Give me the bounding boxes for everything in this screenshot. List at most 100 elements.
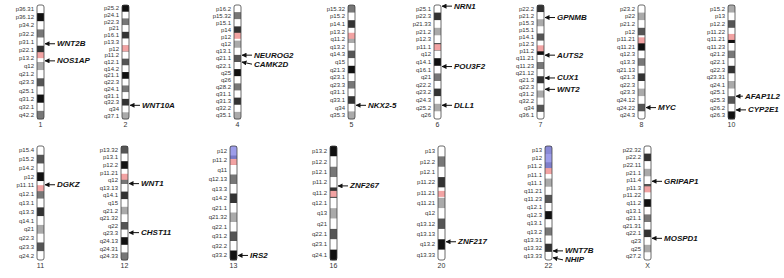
band-label: q31.1 [216,91,231,97]
band-label: q23.3 [19,79,34,85]
chromosome-band [122,18,129,25]
band-label: q24.12 [617,97,635,103]
chromosome-band [348,51,355,59]
pointer-arrow [442,6,452,7]
chromosome-band [348,43,355,51]
chromosome-band [438,198,445,209]
chromosome-band [330,239,337,250]
band-label: p15.3 [519,20,534,26]
pointer-arrow [129,232,139,233]
chromosome-band [121,245,128,253]
band-label: q22.2 [416,82,431,88]
chromosome-band [545,195,552,203]
band-label: q23.3 [103,230,118,236]
chromosome-band [638,66,645,74]
chromosome-band [728,81,735,89]
chromosome-outline [728,5,735,119]
band-label: q24.31 [100,246,118,252]
chromosome-band [234,62,241,69]
band-label: p36.31 [16,6,34,12]
chromosome-band [348,73,355,81]
band-label: q23.31 [707,74,725,80]
band-label: p21 [109,25,119,31]
band-label: q21.32 [209,214,227,220]
chromosome-band [121,207,128,215]
chromosome-number: X [645,262,650,270]
chromosome-outline [330,146,337,260]
band-label: q25 [221,70,231,76]
chromosome-band [122,5,129,12]
band-label: q13.2 [420,241,435,247]
chromosome-band [537,91,544,98]
chromosome-band [234,26,241,33]
band-label: q21.3 [330,67,345,73]
chromosome-band [638,5,645,13]
chromosome-outline [122,5,129,119]
chromosome-band [37,216,44,225]
band-label: p12.2 [420,159,435,165]
band-label: p13.32 [100,147,118,153]
chromosome-band [537,112,544,119]
band-label: q36.1 [519,112,534,118]
chromosome-number: 2 [124,121,128,129]
chromosome-outline [434,5,441,119]
centromere [330,191,337,197]
centromere [644,186,651,192]
gene-label: POU3F2 [454,62,485,71]
band-label: p36.12 [16,14,34,20]
chromosome-band [537,62,544,69]
band-label: q21.32 [100,215,118,221]
chromosome-band [545,227,552,235]
band-label: q23 [631,238,641,244]
chromosome-band [434,66,441,74]
chromosome-band [230,232,237,242]
pointer-arrow [242,55,252,56]
band-label: p32.2 [19,31,34,37]
gene-label: WNT1 [141,179,164,188]
gene-label: IRS2 [250,251,268,260]
chromosome-band [122,32,129,39]
chromosome-outline [37,5,44,119]
band-label: p11.2 [212,157,227,163]
band-label: p16.2 [216,6,231,12]
chromosome-band [348,96,355,104]
band-label: q21.2 [103,208,118,214]
band-label: p13.2 [19,55,34,61]
band-label: p11.22 [417,179,435,185]
chromosome-band [644,199,651,207]
band-label: q32.2 [519,98,534,104]
chromosome-band [638,13,645,21]
band-label: p12 [532,155,542,161]
chromosome-band [37,172,44,181]
chromosome-band [638,96,645,104]
gene-label: NHIP [565,255,584,264]
band-label: q37.1 [104,113,119,119]
chromosome-number: 10 [728,121,736,129]
chromosome-outline [438,146,445,260]
band-label: p14 [221,27,231,33]
chromosome-number: 4 [236,121,240,129]
chromosome-band [545,244,552,252]
band-label: q21.1 [104,72,119,78]
chromosome-band [644,184,651,192]
chromosome-band [438,146,445,157]
band-label: q22.3 [19,235,34,241]
pointer-arrow [652,238,662,239]
chromosome-band [438,187,445,198]
chromosome-number: 12 [121,262,129,270]
band-label: q22.3 [710,67,725,73]
band-label: p16.1 [104,32,119,38]
band-label: p11.4 [626,177,641,183]
band-label: p11.1 [527,172,542,178]
chromosome-band [234,69,241,76]
chromosome-band [121,161,128,169]
gene-label: CUX1 [557,73,578,82]
band-label: p13.2 [312,148,327,154]
chromosome-band [37,21,44,29]
chromosome-outline [348,5,355,119]
chromosome-band [121,222,128,230]
gene-label: WNT2 [557,85,580,94]
band-label: q31.1 [330,89,345,95]
band-label: q21.3 [620,74,635,80]
band-label: q42.2 [19,112,34,118]
